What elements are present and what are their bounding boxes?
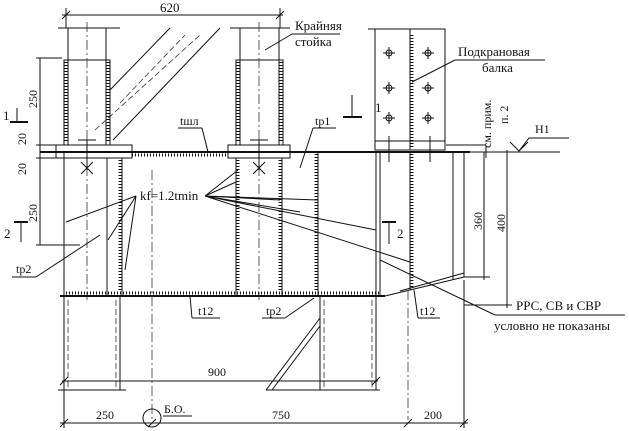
dim-900: 900 <box>208 365 226 379</box>
dim-750: 750 <box>272 408 290 422</box>
label-end-column-1: Крайняя <box>295 18 342 33</box>
dimensions-left: 250 20 20 250 <box>15 57 80 246</box>
dimensions-bottom: 900 250 750 200 <box>59 280 469 428</box>
label-crane-beam-1: Подкрановая <box>458 44 530 59</box>
label-end-column-2: стойка <box>295 34 332 49</box>
label-rib2-left: tp2 <box>16 262 31 276</box>
label-rib1: tp1 <box>315 114 330 128</box>
label-flange-right: t12 <box>420 304 435 318</box>
dim-250-bottom: 250 <box>96 408 114 422</box>
top-plates <box>40 139 560 175</box>
dim-620: 620 <box>160 0 180 15</box>
axis-marker: Б.О. <box>142 402 192 428</box>
stiffeners <box>106 152 454 296</box>
upper-brace <box>94 27 221 141</box>
elevation-mark-icon <box>509 137 569 152</box>
annotations: Крайняя стойка Подкрановая балка см. при… <box>12 18 625 333</box>
label-crane-beam-2: балка <box>482 60 513 75</box>
section-2-left: 2 <box>4 226 11 241</box>
label-flange-left: t12 <box>198 304 213 318</box>
label-elevation: Н1 <box>535 122 550 136</box>
bolt-icons <box>383 47 434 124</box>
dim-250-upper: 250 <box>26 90 40 108</box>
dim-20-top: 20 <box>15 133 29 145</box>
label-weld-leg: kf=1.2tmin <box>140 188 199 203</box>
section-1-left: 1 <box>3 108 10 123</box>
section-1-right: 1 <box>375 100 382 115</box>
dimensions-right: 360 400 <box>464 150 512 308</box>
axis-circle-icon <box>142 408 162 428</box>
dim-250-lower: 250 <box>26 204 40 222</box>
left-upper-column <box>58 22 120 300</box>
dimension-top: 620 <box>61 0 285 28</box>
label-see-note-2: п. 2 <box>497 106 511 124</box>
label-plate-thickness: tшл <box>180 114 199 128</box>
label-note-2: условно не показаны <box>494 318 610 333</box>
dim-200: 200 <box>424 408 442 422</box>
label-see-note-1: см. прим. <box>480 100 494 148</box>
label-rib2-bottom: tp2 <box>266 304 281 318</box>
section-2-right: 2 <box>397 226 404 241</box>
section-marks: 1 1 2 2 <box>3 95 404 244</box>
label-note-1: РРС, СВ и СВР <box>516 298 601 313</box>
dim-400: 400 <box>494 214 508 232</box>
label-axis: Б.О. <box>164 402 186 416</box>
dim-20-bottom: 20 <box>15 163 29 175</box>
traverse-beam <box>60 152 465 420</box>
dim-360: 360 <box>471 212 485 230</box>
crane-beam <box>368 28 446 162</box>
